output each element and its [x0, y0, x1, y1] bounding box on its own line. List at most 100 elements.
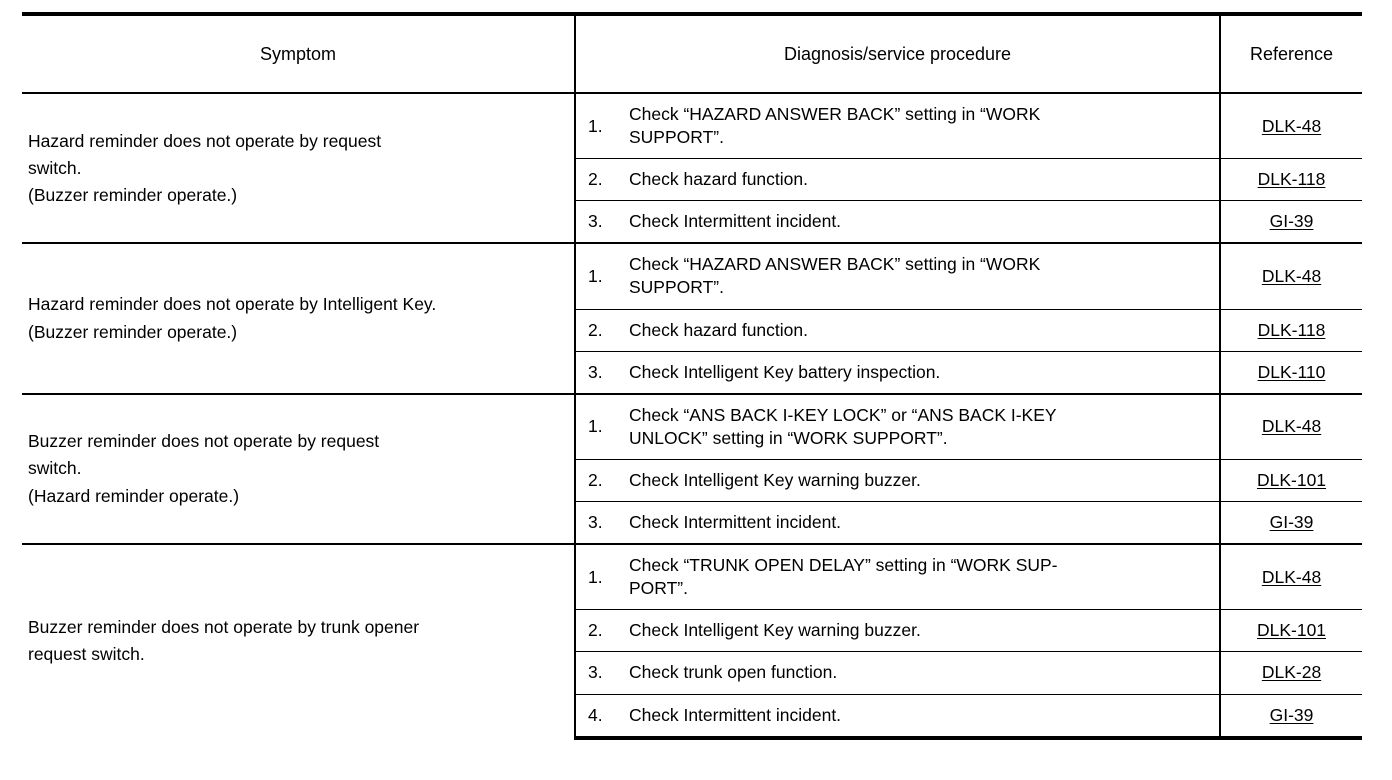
table-row: 2. Check hazard function. DLK-118 — [22, 308, 1363, 352]
symptom-line: (Buzzer reminder operate.) — [28, 184, 238, 205]
reference-link[interactable]: GI-39 — [1269, 704, 1314, 725]
reference-link[interactable]: DLK-101 — [1256, 469, 1327, 490]
reference-cell[interactable]: GI-39 — [1220, 693, 1363, 740]
reference-cell[interactable]: DLK-110 — [1220, 350, 1363, 394]
table-row: 3. Check Intelligent Key battery inspecti… — [22, 350, 1363, 394]
reference-link[interactable]: DLK-118 — [1257, 169, 1326, 190]
procedure-cell: Check trunk open function. — [623, 651, 1222, 694]
symptom-line: Hazard reminder does not operate by Inte… — [28, 294, 437, 315]
step-number: 2. — [575, 158, 623, 201]
procedure-cell: Check hazard function. — [623, 158, 1222, 201]
table-row: 3. Check Intermittent incident. GI-39 — [22, 501, 1363, 545]
symptom-line: switch. — [28, 458, 82, 479]
procedure-line: Check Intermittent incident. — [629, 211, 842, 232]
procedure-cell: Check Intermittent incident. — [623, 501, 1222, 545]
reference-link[interactable]: GI-39 — [1269, 512, 1314, 533]
reference-cell[interactable]: DLK-101 — [1220, 458, 1363, 502]
symptom-cell: Buzzer reminder does not operate by trun… — [22, 543, 576, 738]
reference-link[interactable]: DLK-48 — [1261, 115, 1322, 136]
procedure-cell: Check Intermittent incident. — [623, 693, 1222, 740]
symptom-line: Buzzer reminder does not operate by requ… — [28, 431, 380, 452]
procedure-cell: Check “HAZARD ANSWER BACK” setting in “W… — [623, 242, 1222, 310]
column-header-procedure: Diagnosis/service procedure — [575, 12, 1222, 93]
procedure-line: Check Intelligent Key warning buzzer. — [629, 620, 921, 641]
column-header-symptom: Symptom — [22, 12, 576, 93]
symptom-cell: Buzzer reminder does not operate by requ… — [22, 392, 576, 545]
step-number: 1. — [575, 92, 623, 159]
step-number: 2. — [575, 609, 623, 652]
reference-cell[interactable]: DLK-48 — [1220, 392, 1363, 460]
diagnostic-symptom-table: Symptom Diagnosis/service procedure Refe… — [22, 12, 1363, 740]
symptom-line: (Hazard reminder operate.) — [28, 485, 240, 506]
procedure-cell: Check hazard function. — [623, 308, 1222, 352]
step-number: 4. — [575, 693, 623, 740]
table-row: 4. Check Intermittent incident. GI-39 — [22, 693, 1363, 740]
step-number: 2. — [575, 308, 623, 352]
procedure-line: SUPPORT”. — [629, 127, 724, 148]
column-header-reference: Reference — [1220, 12, 1363, 93]
procedure-line: Check Intelligent Key warning buzzer. — [629, 469, 921, 490]
reference-cell[interactable]: DLK-48 — [1220, 92, 1363, 159]
procedure-cell: Check “ANS BACK I-KEY LOCK” or “ANS BACK… — [623, 392, 1222, 460]
procedure-line: Check “HAZARD ANSWER BACK” setting in “W… — [629, 254, 1041, 275]
procedure-line: Check “TRUNK OPEN DELAY” setting in “WOR… — [629, 555, 1058, 576]
table-row: 2. Check Intelligent Key warning buzzer. D… — [22, 609, 1363, 652]
reference-link[interactable]: DLK-28 — [1261, 662, 1322, 683]
reference-cell[interactable]: DLK-48 — [1220, 242, 1363, 310]
symptom-line: (Buzzer reminder operate.) — [28, 321, 238, 342]
step-number: 2. — [575, 458, 623, 502]
table-body: Hazard reminder does not operate by requ… — [22, 91, 1363, 740]
table-row: 2. Check hazard function. DLK-118 — [22, 158, 1363, 201]
procedure-cell: Check “HAZARD ANSWER BACK” setting in “W… — [623, 92, 1222, 159]
procedure-line: Check trunk open function. — [629, 662, 838, 683]
procedure-line: Check “ANS BACK I-KEY LOCK” or “ANS BACK… — [629, 404, 1057, 425]
symptom-line: Buzzer reminder does not operate by trun… — [28, 617, 420, 638]
step-number: 3. — [575, 651, 623, 694]
reference-link[interactable]: DLK-101 — [1256, 620, 1327, 641]
procedure-line: Check Intermittent incident. — [629, 512, 842, 533]
reference-cell[interactable]: DLK-118 — [1220, 308, 1363, 352]
procedure-line: Check hazard function. — [629, 319, 808, 340]
table-row: Hazard reminder does not operate by requ… — [22, 91, 1363, 244]
table-row: Buzzer reminder does not operate by requ… — [22, 392, 1363, 545]
reference-cell[interactable]: DLK-48 — [1220, 543, 1363, 610]
procedure-cell: Check Intermittent incident. — [623, 200, 1222, 244]
reference-cell[interactable]: DLK-28 — [1220, 651, 1363, 694]
table-row: 3. Check trunk open function. DLK-28 — [22, 651, 1363, 694]
reference-link[interactable]: DLK-118 — [1257, 319, 1326, 340]
table-row: Hazard reminder does not operate by Inte… — [22, 242, 1363, 394]
step-number: 3. — [575, 200, 623, 244]
step-number: 1. — [575, 242, 623, 310]
procedure-line: Check Intelligent Key battery inspection… — [629, 361, 941, 382]
reference-cell[interactable]: DLK-118 — [1220, 158, 1363, 201]
procedure-line: Check hazard function. — [629, 169, 808, 190]
step-number: 3. — [575, 350, 623, 394]
reference-link[interactable]: DLK-110 — [1257, 361, 1326, 382]
reference-cell[interactable]: DLK-101 — [1220, 609, 1363, 652]
procedure-cell: Check Intelligent Key warning buzzer. — [623, 458, 1222, 502]
symptom-line: request switch. — [28, 644, 145, 665]
reference-link[interactable]: GI-39 — [1269, 211, 1314, 232]
procedure-cell: Check Intelligent Key battery inspection… — [623, 350, 1222, 394]
symptom-line: switch. — [28, 157, 82, 178]
reference-cell[interactable]: GI-39 — [1220, 200, 1363, 244]
table-row: 3. Check Intermittent incident. GI-39 — [22, 200, 1363, 244]
step-number: 3. — [575, 501, 623, 545]
procedure-line: PORT”. — [629, 578, 688, 599]
symptom-cell: Hazard reminder does not operate by requ… — [22, 91, 576, 244]
procedure-line: UNLOCK” setting in “WORK SUPPORT”. — [629, 427, 948, 448]
reference-link[interactable]: DLK-48 — [1261, 265, 1322, 286]
table-row: 2. Check Intelligent Key warning buzzer. D… — [22, 458, 1363, 502]
reference-cell[interactable]: GI-39 — [1220, 501, 1363, 545]
reference-link[interactable]: DLK-48 — [1261, 566, 1322, 587]
procedure-line: Check Intermittent incident. — [629, 704, 842, 725]
step-number: 1. — [575, 543, 623, 610]
step-number: 1. — [575, 392, 623, 460]
symptom-line: Hazard reminder does not operate by requ… — [28, 130, 382, 151]
procedure-cell: Check “TRUNK OPEN DELAY” setting in “WOR… — [623, 543, 1222, 610]
table-row: Buzzer reminder does not operate by trun… — [22, 543, 1363, 738]
symptom-cell: Hazard reminder does not operate by Inte… — [22, 242, 576, 394]
header-row: Symptom Diagnosis/service procedure Refe… — [22, 12, 1363, 93]
reference-link[interactable]: DLK-48 — [1261, 416, 1322, 437]
